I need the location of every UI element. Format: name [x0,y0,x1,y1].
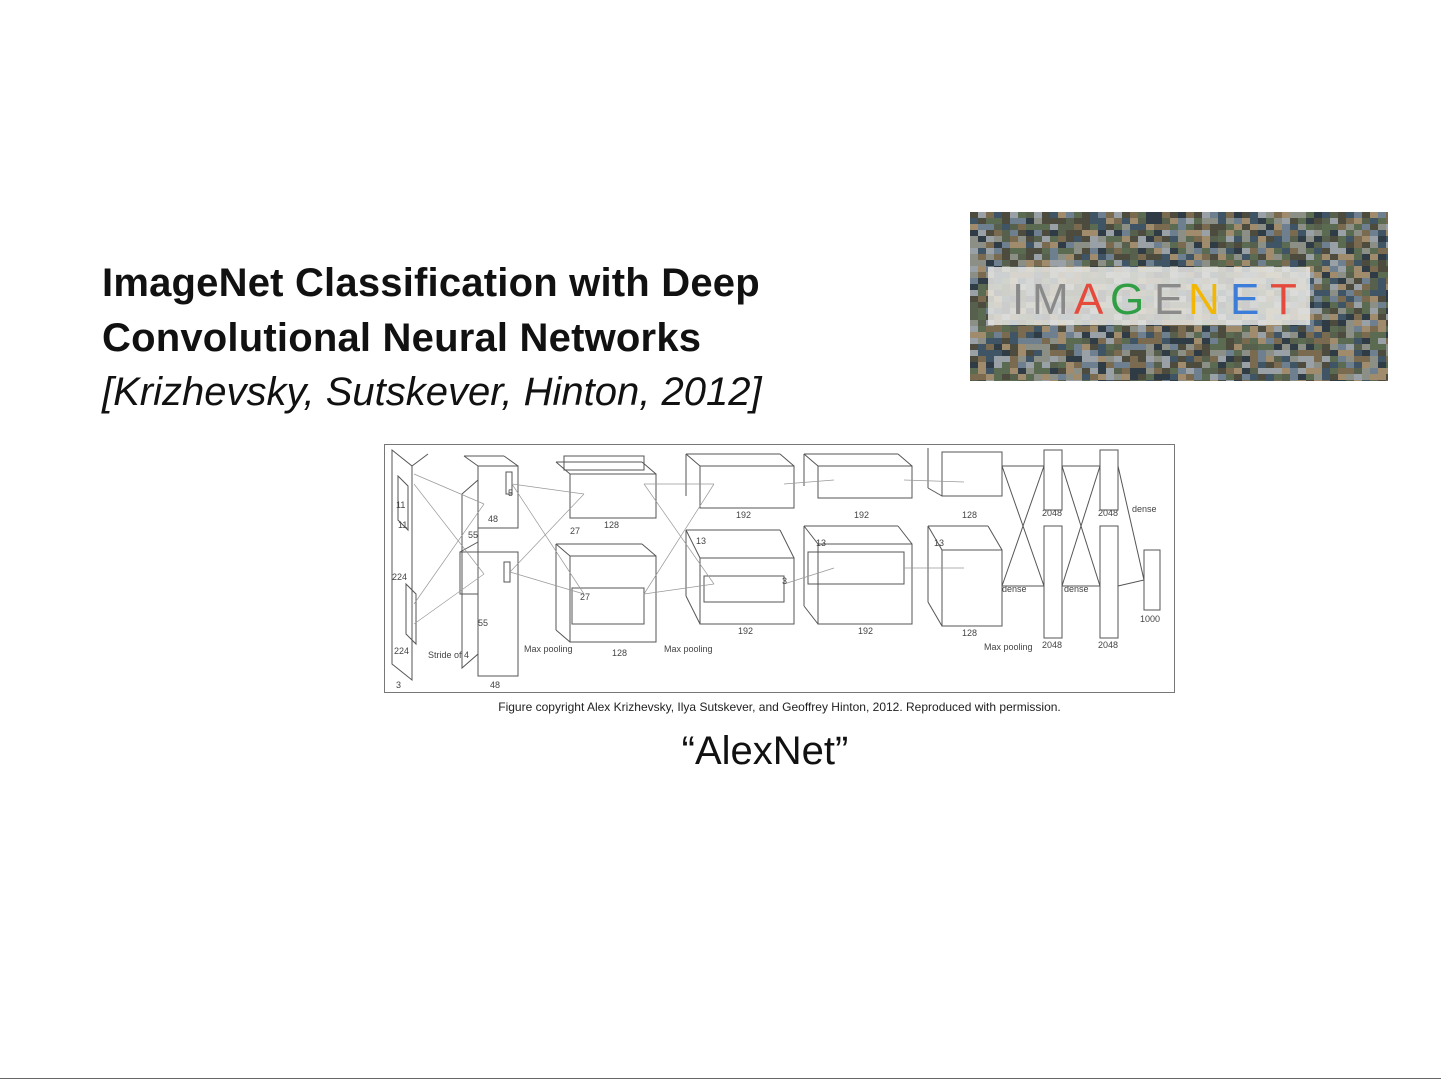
imagenet-logo-letter: N [1188,275,1220,324]
imagenet-logo-letter: A [1074,275,1104,324]
conv5-depth-label-2: 128 [962,628,977,638]
output-label: 1000 [1140,614,1160,624]
imagenet-logo-letter: I [1012,275,1024,324]
fc7-label-2: 2048 [1098,640,1118,650]
conv5-volume [927,448,1003,627]
kernel-5-label: 5 [508,488,513,498]
imagenet-logo-letter: M [1032,275,1069,324]
conv5-depth-label: 128 [962,510,977,520]
imagenet-logo-letter: E [1230,275,1259,324]
slide-divider [0,1078,1441,1079]
input-size-label-2: 224 [394,646,409,656]
conv2-volume [555,455,657,643]
conv1-depth-label: 48 [488,514,498,524]
conv3-depth-label: 192 [736,510,751,520]
conv1-size-label: 55 [468,530,478,540]
pool1-label: Max pooling [524,644,573,654]
conv1-depth-label-2: 48 [490,680,500,690]
model-name: “AlexNet” [681,729,849,773]
conv5-size-label: 13 [934,538,944,548]
pool2-label: Max pooling [664,644,713,654]
pool3-label: Max pooling [984,642,1033,652]
conv2-depth-label-2: 128 [612,648,627,658]
slide-authors: [Krizhevsky, Sutskever, Hinton, 2012] [102,370,762,414]
slide-title: ImageNet Classification with Deep Convol… [102,261,760,360]
conv3-depth-label-2: 192 [738,626,753,636]
conv4-size-label: 13 [816,538,826,548]
fc6-label: 2048 [1042,508,1062,518]
conv4-depth-label: 192 [854,510,869,520]
fc6-label-2: 2048 [1042,640,1062,650]
imagenet-logo-letter: T [1270,275,1297,324]
conv3-size-label: 13 [696,536,706,546]
conv1-volume [459,455,519,677]
imagenet-logo-letter: G [1110,275,1144,324]
kernel-3-label: 3 [782,576,787,586]
kernel-11-label: 11 [396,500,405,510]
conv1-size-label-2: 55 [478,618,488,628]
stride-label: Stride of 4 [428,650,469,660]
conv4-volume [803,453,913,625]
conv2-size-label-2: 27 [580,592,590,602]
input-channels-label: 3 [396,680,401,690]
fc7-label: 2048 [1098,508,1118,518]
dense-layers [1001,449,1161,639]
dense-label-2: dense [1002,584,1027,594]
conv3-volume [685,453,795,625]
conv2-size-label: 27 [570,526,580,536]
input-size-label: 224 [392,572,407,582]
figure-caption: Figure copyright Alex Krizhevsky, Ilya S… [498,700,1061,714]
dense-label-3: dense [1064,584,1089,594]
conv4-depth-label-2: 192 [858,626,873,636]
conv2-depth-label: 128 [604,520,619,530]
dense-label: dense [1132,504,1157,514]
kernel-11-label-2: 11 [398,520,407,530]
alexnet-architecture-diagram: 224 224 3 11 11 5 3 Stride of 4 55 55 48… [384,444,1175,693]
imagenet-logo-letter: E [1154,275,1183,324]
input-volume [391,448,429,682]
connection-lines [413,473,965,625]
